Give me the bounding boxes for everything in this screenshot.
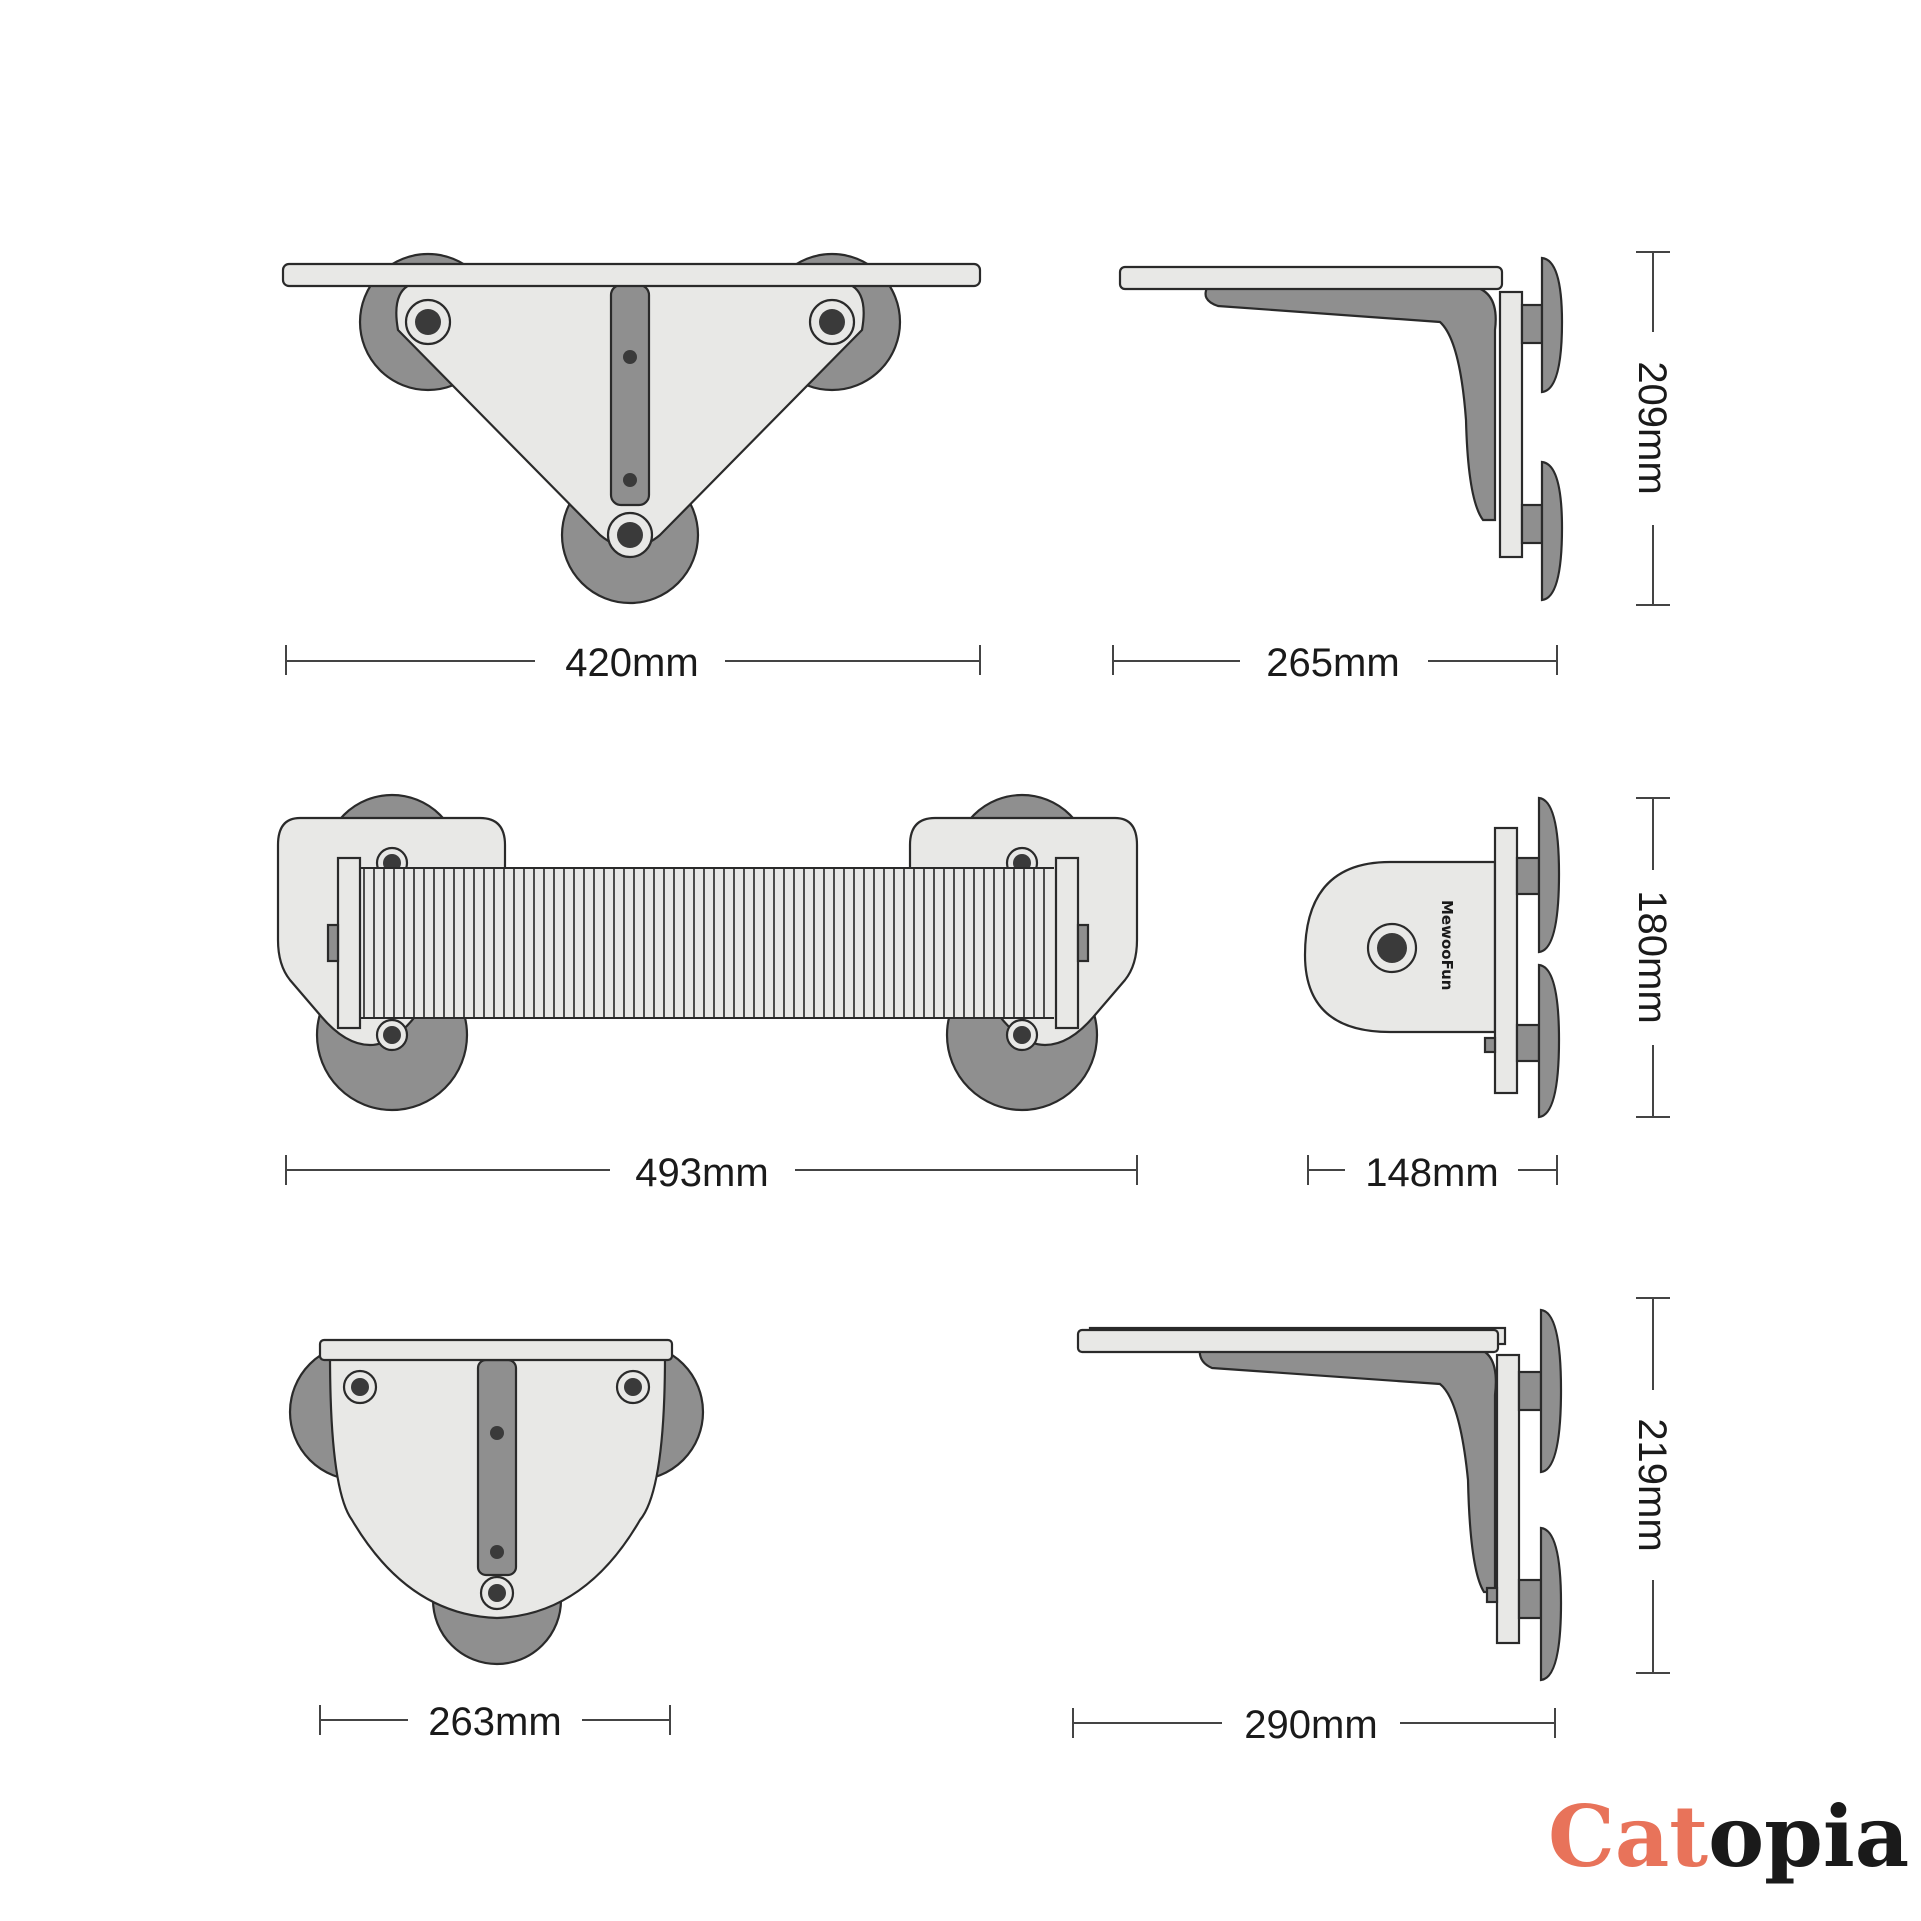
bracket-arm (1198, 1346, 1497, 1594)
brand-logo-part1: Cat (1548, 1787, 1708, 1886)
dim-view6-width: 290mm (1072, 1703, 1556, 1747)
svg-text:265mm: 265mm (1266, 641, 1399, 685)
dim-view1-width: 420mm (285, 641, 981, 685)
wall-plate (1493, 826, 1519, 1095)
product-logo: MewooFun (1438, 900, 1456, 990)
dim-view4-height: 180mm (1630, 797, 1674, 1118)
svg-text:493mm: 493mm (635, 1151, 768, 1195)
screw-right (808, 298, 856, 346)
svg-text:180mm: 180mm (1630, 890, 1674, 1023)
svg-text:148mm: 148mm (1365, 1151, 1498, 1195)
rope-cap-right (1054, 856, 1080, 1030)
dim-view5-width: 263mm (319, 1700, 671, 1744)
wall-plate (1495, 1353, 1521, 1645)
shelf-top-board (318, 1338, 674, 1362)
suction-cup-lower (1537, 963, 1561, 1119)
center-screw (1366, 922, 1418, 974)
sisal-rope (358, 867, 1054, 1019)
svg-text:290mm: 290mm (1244, 1703, 1377, 1747)
brand-logo-part2: opia (1708, 1787, 1909, 1886)
shelf-board (1076, 1328, 1500, 1354)
view-side-2 (1076, 1308, 1563, 1682)
suction-cup-lower (1540, 460, 1564, 602)
svg-text:263mm: 263mm (428, 1700, 561, 1744)
dim-view2-height: 209mm (1630, 251, 1674, 606)
bracket-arm (1204, 284, 1497, 522)
shelf-top-board (281, 262, 982, 288)
view-triangle-shelf-front (281, 252, 982, 605)
svg-text:219mm: 219mm (1630, 1418, 1674, 1551)
svg-text:209mm: 209mm (1630, 361, 1674, 494)
view-rounded-shelf-front (288, 1338, 705, 1666)
dim-view4-width: 148mm (1307, 1151, 1558, 1195)
shelf-board (1118, 265, 1504, 291)
view-side-logo: MewooFun (1303, 796, 1561, 1119)
view-side-1 (1118, 256, 1564, 602)
suction-cup-upper (1537, 796, 1561, 954)
svg-text:420mm: 420mm (565, 641, 698, 685)
dim-view6-height: 219mm (1630, 1297, 1674, 1674)
center-rail (476, 1358, 518, 1577)
rope-cap-left (336, 856, 362, 1030)
center-rail (609, 283, 651, 507)
screw-bottom (606, 511, 654, 559)
dim-view2-width: 265mm (1112, 641, 1558, 685)
suction-cup-upper (1540, 256, 1564, 394)
suction-cup-lower (1539, 1526, 1563, 1682)
brand-logo: Catopia (1548, 1787, 1909, 1886)
screw-left (404, 298, 452, 346)
dim-view3-width: 493mm (285, 1151, 1138, 1195)
view-bridge-top (276, 793, 1139, 1112)
wall-plate (1498, 290, 1524, 559)
suction-cup-upper (1539, 1308, 1563, 1474)
